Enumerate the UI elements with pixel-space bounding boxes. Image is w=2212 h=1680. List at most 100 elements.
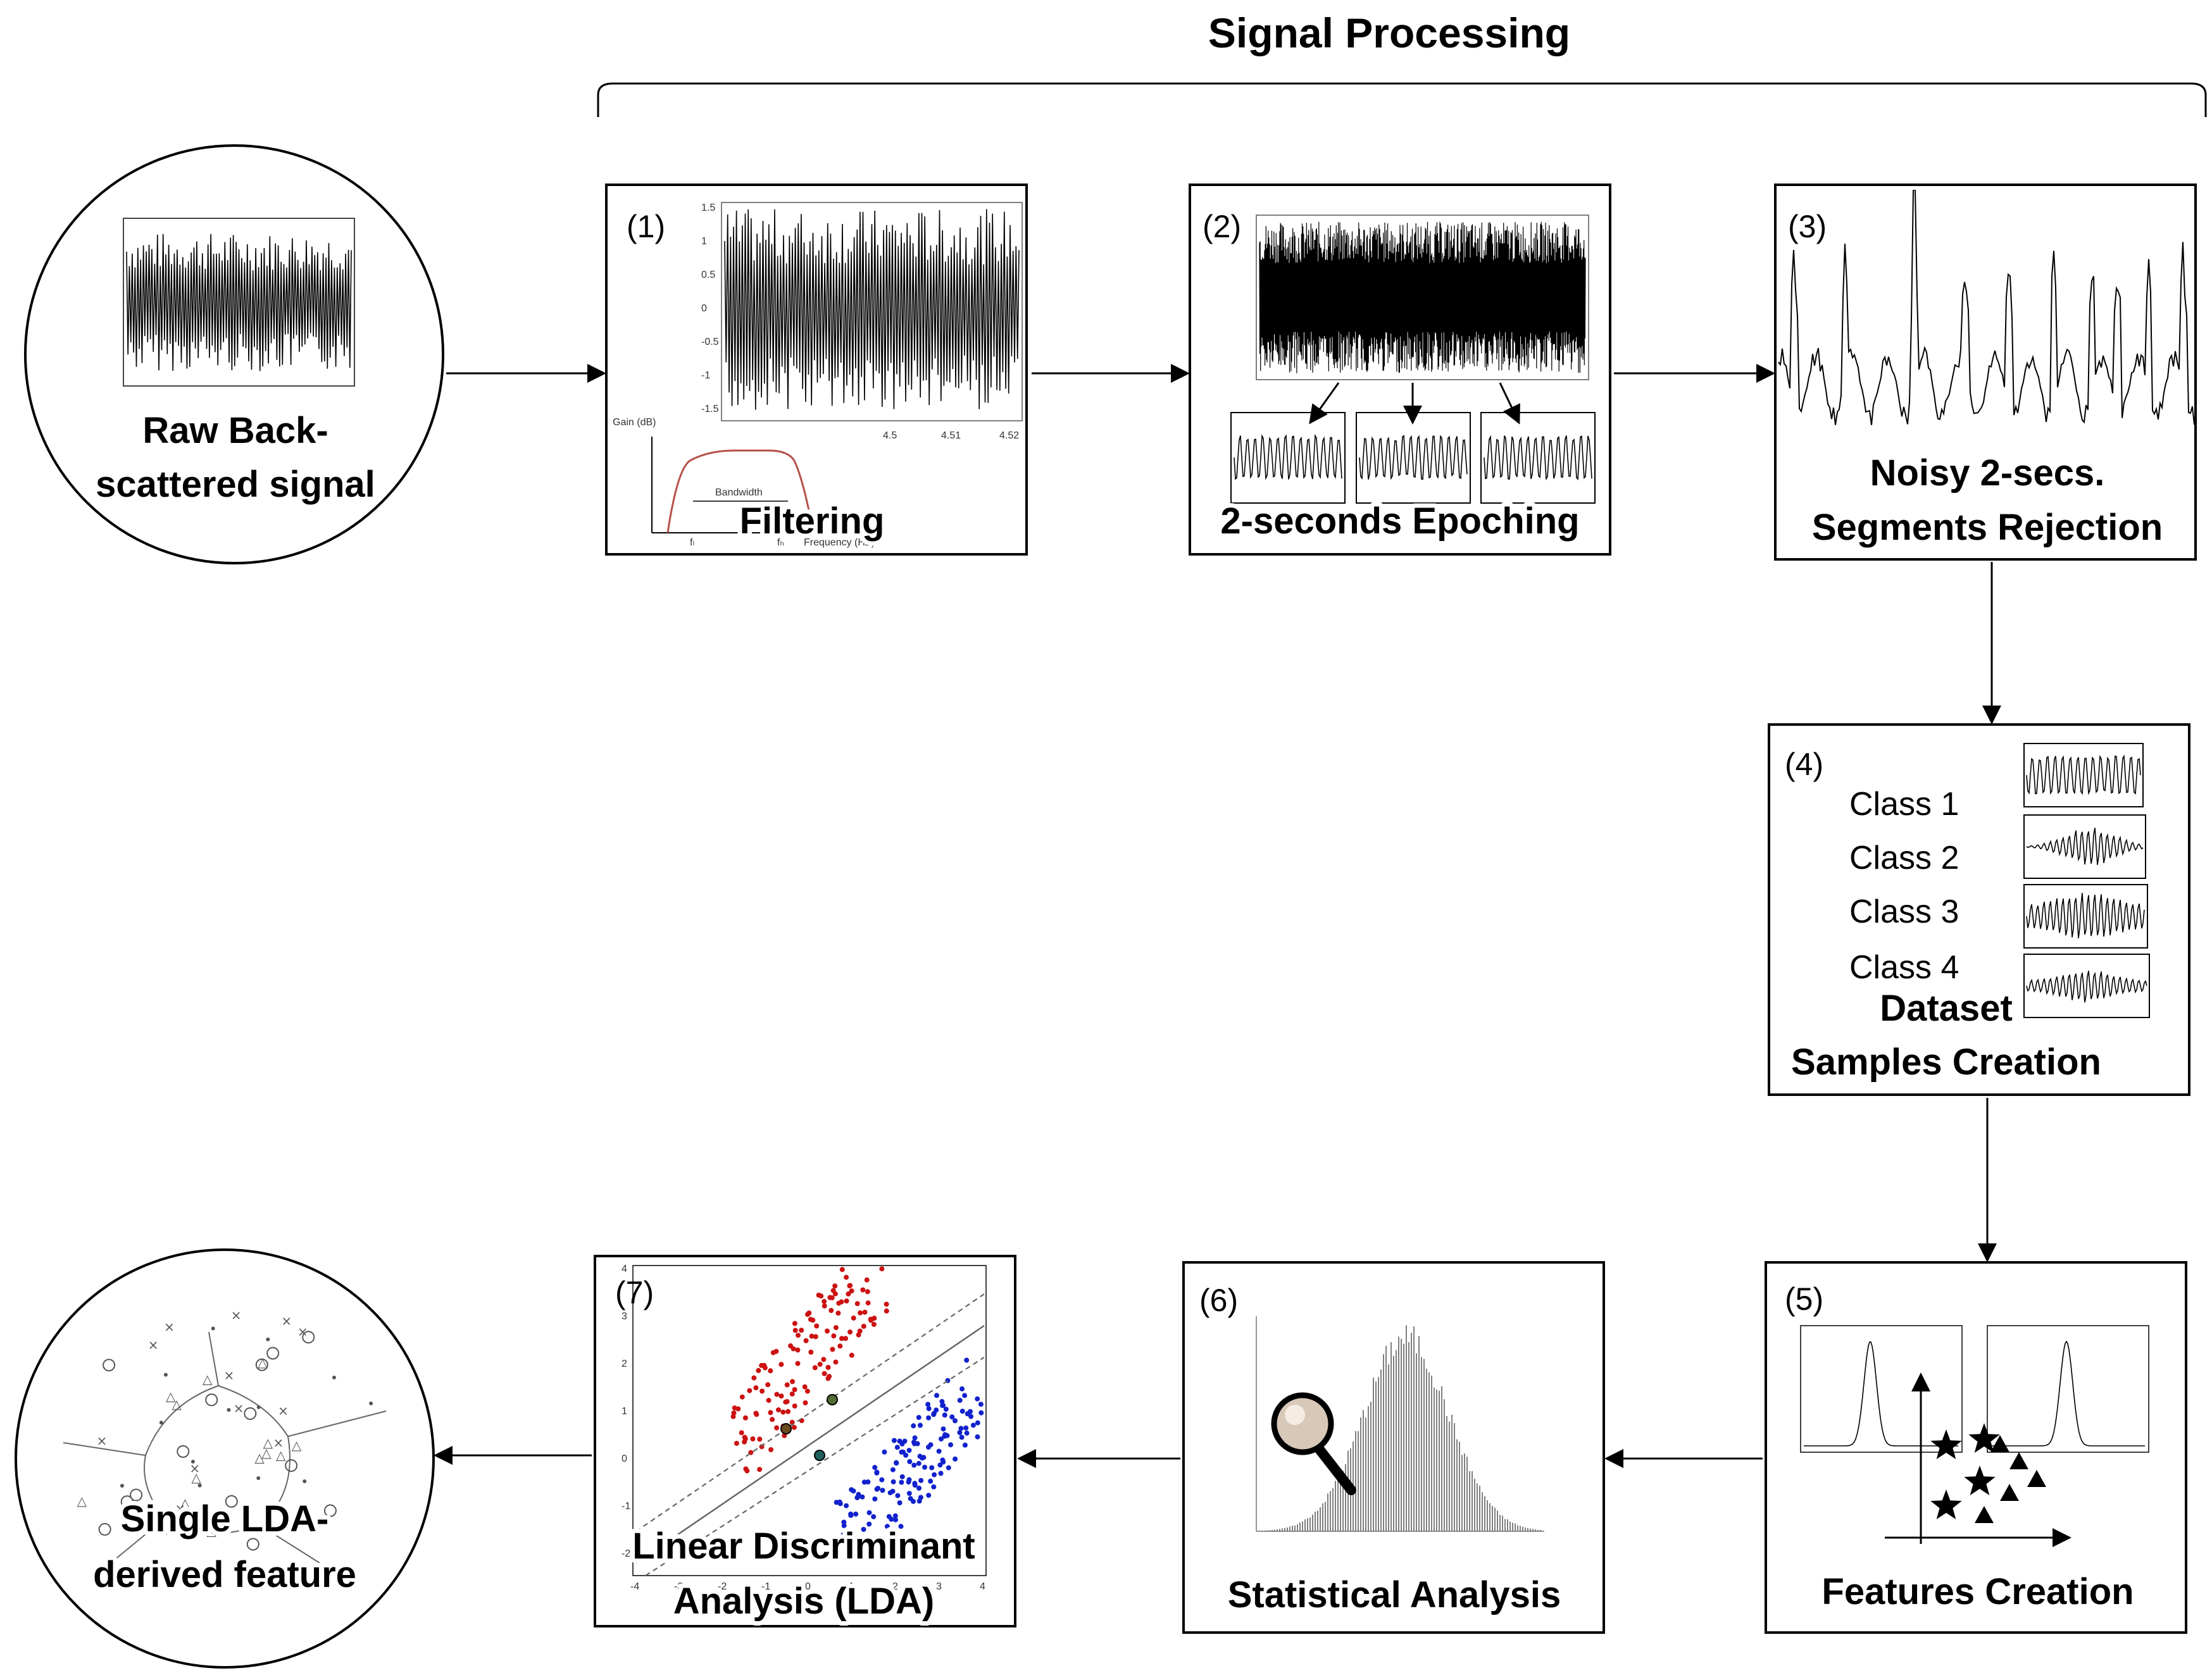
lda-point-class-a [816,1292,822,1298]
lda-point-class-a [731,1410,737,1416]
lda-point-class-b [872,1465,878,1471]
lda-point-class-a [750,1436,756,1441]
lda-point-class-b [857,1557,863,1562]
lda-point-class-b [940,1459,946,1465]
lda-point-class-a [821,1357,827,1362]
lda-point-class-b [970,1422,976,1428]
lda-point-class-b [911,1462,917,1468]
lda-point-class-b [902,1438,908,1444]
lda-point-class-a [839,1336,844,1341]
lda-point-class-a [814,1323,820,1329]
lda-point-class-b [903,1452,909,1458]
filtered-signal-wave [724,209,1020,410]
lda-point-class-b [965,1411,970,1417]
lda-point-class-a [739,1394,745,1400]
lda-point-class-b [934,1393,939,1398]
lda-point-class-b [844,1503,849,1509]
lda-point-class-b [906,1477,912,1483]
svg-text:4.51: 4.51 [941,430,961,441]
step-1-label: Filtering [740,501,885,542]
lda-point-class-b [912,1435,918,1441]
svg-text:△: △ [292,1438,302,1453]
lda-point-class-b [940,1426,946,1432]
lda-point-class-a [768,1410,773,1416]
lda-point-class-a [825,1328,830,1334]
lda-point-class-b [906,1491,912,1496]
lda-point-class-b [940,1403,945,1409]
lda-point-class-b [934,1407,939,1413]
lda-point-class-a [805,1312,810,1317]
lda-point-class-b [928,1442,934,1448]
svg-text:2: 2 [622,1359,627,1369]
lda-point-class-a [770,1417,775,1422]
lda-point-class-b [953,1418,958,1424]
lda-point-class-a [844,1274,849,1280]
svg-text:-2: -2 [622,1548,630,1559]
lda-point-class-b [895,1493,901,1498]
lda-point-class-b [959,1409,965,1414]
lda-point-class-b [916,1460,922,1466]
lda-point-class-a [802,1384,808,1390]
lda-point-class-b [918,1478,924,1483]
lda-point-class-b [892,1513,898,1519]
lda-point-class-a [774,1425,780,1431]
lda-point-class-b [915,1441,920,1447]
step-3-number: (3) [1788,209,1827,244]
lda-scatter [730,1266,984,1562]
noisy-segment-wave [1778,190,2195,425]
lda-point-class-b [894,1460,899,1466]
lda-point-class-a [735,1406,741,1412]
lda-point-class-b [931,1412,937,1417]
svg-text:-1: -1 [622,1501,630,1512]
triangle-icon [2009,1452,2028,1469]
svg-text:-1: -1 [761,1581,770,1592]
lda-point-class-b [958,1426,964,1431]
lda-point-class-b [918,1422,923,1428]
filter-response-curve [666,449,815,533]
lda-point-class-a [860,1287,866,1293]
lda-point-class-a [796,1333,801,1338]
lda-point-class-b [942,1412,947,1418]
lda-point-class-b [948,1442,953,1448]
triangle-icon [2027,1470,2046,1487]
lda-point-class-a [833,1359,839,1365]
svg-text:0.5: 0.5 [701,270,715,280]
lda-point-class-b [957,1398,963,1403]
lda-point-class-a [871,1322,877,1327]
lda-point-class-a [778,1362,784,1367]
lda-point-class-a [865,1289,870,1295]
lda-point-class-b [964,1357,970,1363]
lda-point-class-b [853,1511,859,1517]
svg-text:2: 2 [892,1581,898,1592]
svg-text:-4: -4 [630,1581,639,1592]
lda-point-class-b [939,1436,944,1442]
step-5-number: (5) [1785,1281,1823,1317]
lda-point-class-b [899,1474,905,1479]
step-4-dataset: (4) Class 1 Class 2 Class 3 Class 4 Data… [1768,723,2190,1096]
svg-text:×: × [297,1324,308,1340]
lda-point-class-b [861,1527,866,1532]
lda-point-class-b [859,1542,865,1548]
step-2-number: (2) [1203,209,1241,244]
lda-point-class-a [766,1398,772,1403]
lda-point-class-a [856,1332,861,1338]
lda-point-class-a [831,1333,837,1339]
step-2-label: 2-seconds Epoching [1220,501,1579,542]
lda-point-class-a [884,1302,889,1307]
lda-point-class-b [841,1519,847,1525]
lda-point-class-b [916,1415,922,1421]
lda-point-class-a [830,1347,835,1352]
lda-point-class-b [936,1448,942,1454]
lda-point-class-b [975,1420,980,1426]
step-2-epoching: (2) 2-seconds Epoching [1189,184,1611,556]
lda-point-class-a [854,1301,860,1307]
svg-text:1.5: 1.5 [701,202,715,213]
lda-point-class-a [765,1382,771,1388]
normal-distribution-histogram [1259,1325,1541,1531]
lda-point-class-a [795,1360,801,1366]
svg-text:△: △ [206,1524,216,1539]
lda-point-class-b [890,1479,896,1484]
epoch-3-wave [1484,435,1592,481]
lda-point-class-a [768,1368,773,1374]
